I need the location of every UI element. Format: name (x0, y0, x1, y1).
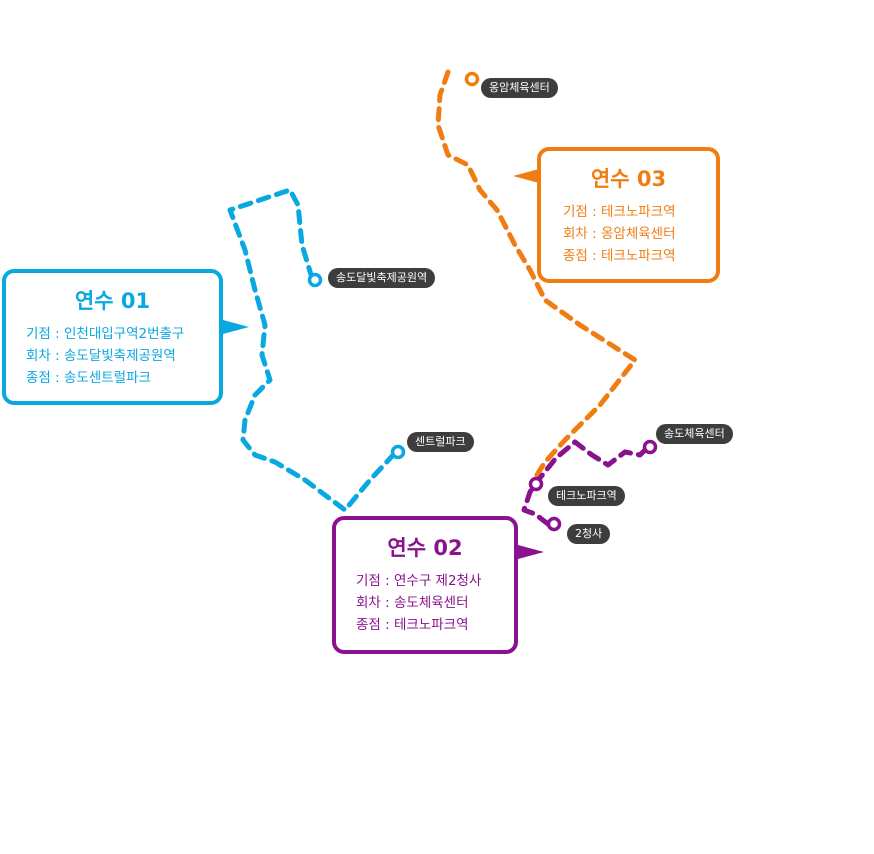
route-02-turn: 회차 : 송도체육센터 (356, 595, 469, 611)
route-03-end: 종점 : 테크노파크역 (563, 248, 676, 264)
route-01-infobox[interactable]: 연수 01 기점 : 인천대입구역2번출구 회차 : 송도달빛축제공원역 종점 … (2, 269, 223, 405)
stop-dalbit-label: 송도달빛축제공원역 (328, 268, 436, 288)
stop-dalbit-marker[interactable] (307, 272, 323, 288)
stop-central-label: 센트럴파크 (407, 432, 474, 452)
stop-cheongsa2-label: 2청사 (567, 524, 611, 544)
route-02-pointer (518, 545, 544, 559)
route-02-title: 연수 02 (387, 536, 463, 560)
route-03-turn: 회차 : 옹암체육센터 (563, 226, 676, 242)
stop-songdo-sports-label: 송도체육센터 (656, 424, 733, 444)
stop-ongam-label: 옹암체육센터 (481, 78, 558, 98)
stop-songdo-sports-marker[interactable] (642, 439, 658, 455)
route-01-turn: 회차 : 송도달빛축제공원역 (26, 348, 176, 364)
route-03-infobox[interactable]: 연수 03 기점 : 테크노파크역 회차 : 옹암체육센터 종점 : 테크노파크… (537, 147, 720, 283)
stop-technopark-marker[interactable] (528, 476, 544, 492)
route-02-path (521, 439, 651, 527)
route-03-title: 연수 03 (590, 167, 667, 191)
route-02-infobox[interactable]: 연수 02 기점 : 연수구 제2청사 회차 : 송도체육센터 종점 : 테크노… (332, 516, 518, 654)
route-01-end: 종점 : 송도센트럴파크 (26, 370, 151, 386)
route-01-start: 기점 : 인천대입구역2번출구 (26, 326, 185, 342)
stop-ongam-marker[interactable] (464, 71, 480, 87)
route-03-path (435, 69, 638, 481)
route-02-start: 기점 : 연수구 제2청사 (356, 573, 482, 589)
stop-technopark-label: 테크노파크역 (548, 486, 625, 506)
route-03-pointer (513, 169, 539, 183)
stop-central-marker[interactable] (390, 444, 406, 460)
route-01-pointer (223, 320, 249, 334)
route-01-title: 연수 01 (74, 289, 151, 313)
route-03-start: 기점 : 테크노파크역 (563, 204, 676, 220)
route-02-end: 종점 : 테크노파크역 (356, 617, 469, 633)
stop-cheongsa2-marker[interactable] (546, 516, 562, 532)
route-01-path (227, 187, 399, 513)
